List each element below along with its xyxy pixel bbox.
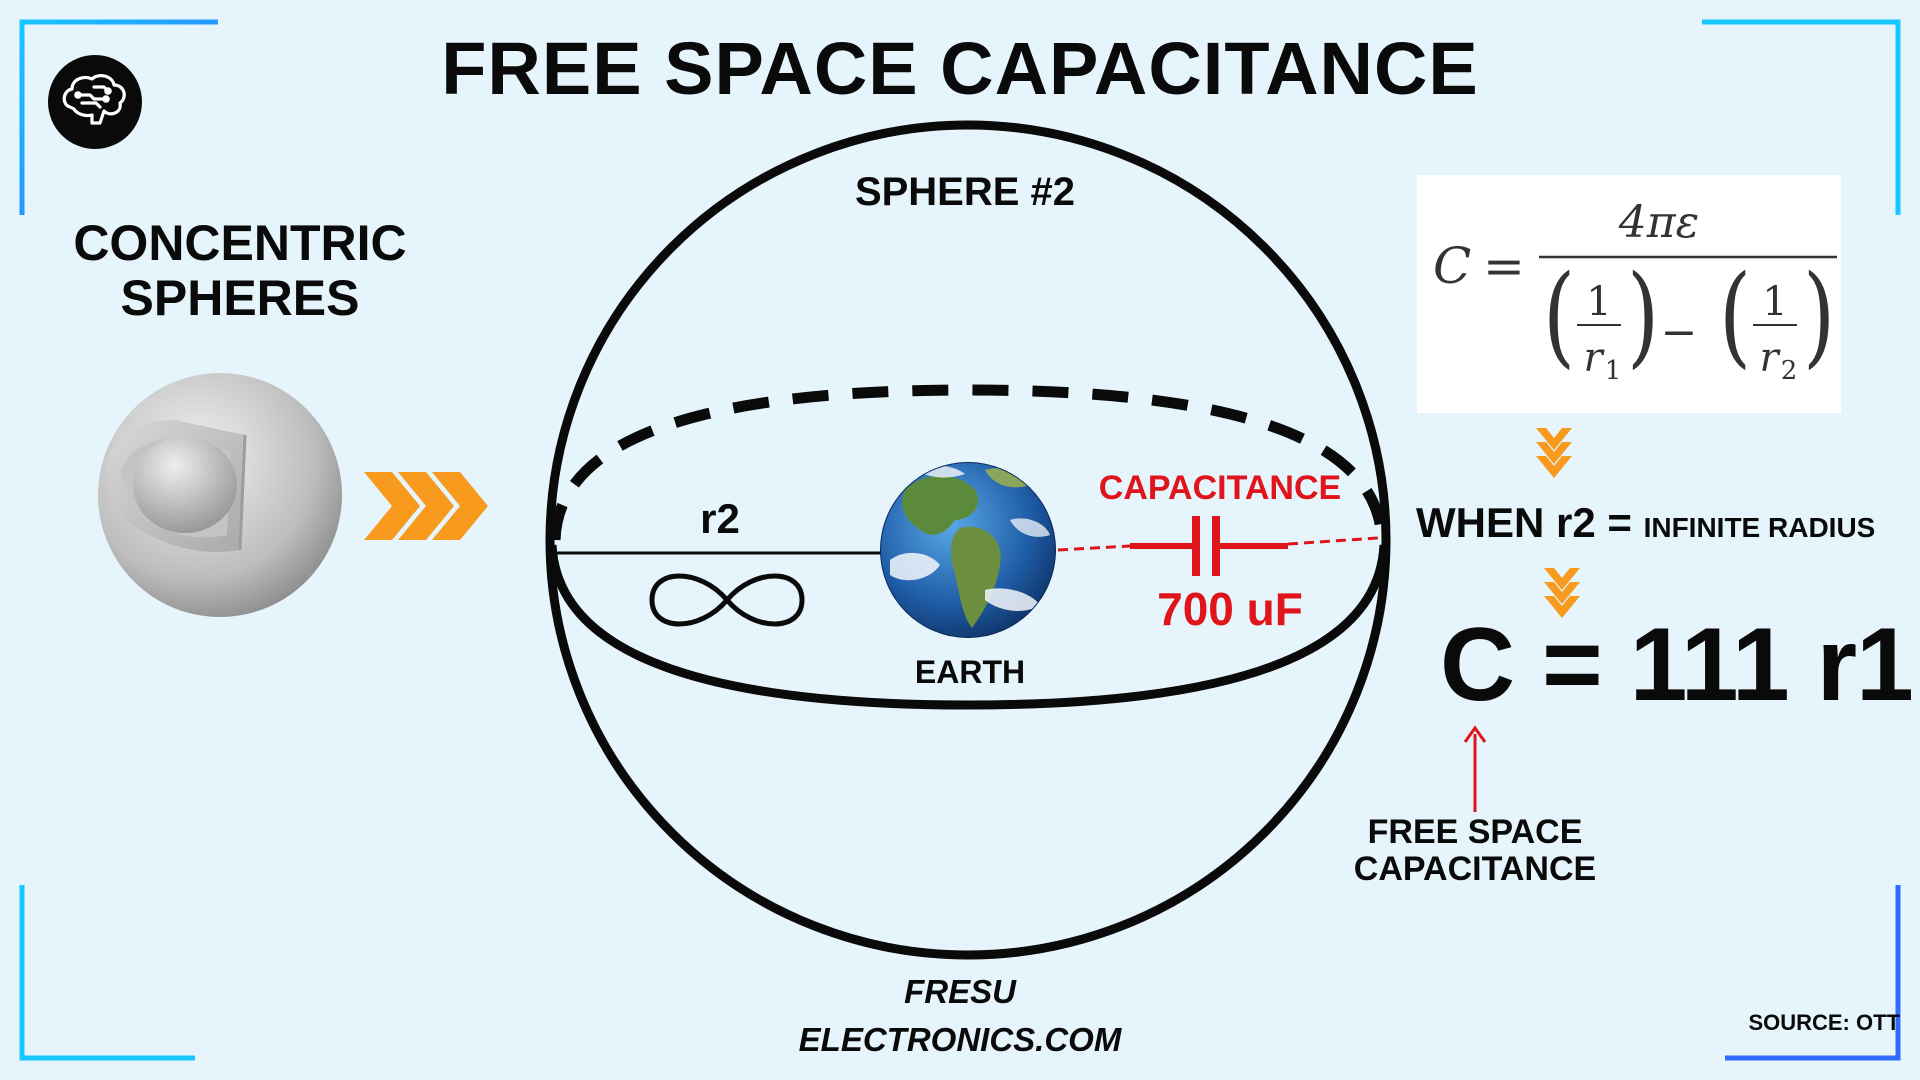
concentric-spheres-heading: CONCENTRIC SPHERES [40, 216, 440, 326]
frame-corner-bottom-left [0, 840, 240, 1080]
frame-corner-bottom-right [1680, 840, 1920, 1080]
svg-text:): ) [1803, 251, 1835, 379]
concentric-heading-line2: SPHERES [40, 271, 440, 326]
source-credit: SOURCE: OTT [1700, 1011, 1900, 1035]
page-title: FREE SPACE CAPACITANCE [0, 28, 1920, 109]
capacitance-formula: C = 4πε ( 1 r 1 ) − ( 1 r 2 ) [1417, 175, 1841, 413]
capacitance-label: CAPACITANCE [1080, 470, 1360, 507]
svg-text:): ) [1627, 251, 1659, 379]
formula-numerator: 4πε [1618, 197, 1700, 248]
result-equation: C = 111 r1 [1440, 608, 1860, 722]
formula-term1-sub: 1 [1605, 356, 1622, 386]
formula-term2-den: r [1759, 335, 1781, 381]
double-chevron-down-icon [1536, 428, 1572, 480]
svg-text:(: ( [1543, 251, 1575, 379]
svg-text:−: − [1661, 307, 1698, 358]
svg-text:=: = [1483, 237, 1525, 295]
brand-line1: FRESU [760, 968, 1160, 1016]
sphere-label: SPHERE #2 [800, 170, 1130, 214]
result-annotation: FREE SPACE CAPACITANCE [1320, 814, 1630, 889]
radius-label: r2 [660, 496, 780, 542]
brand-credit: FRESU ELECTRONICS.COM [760, 968, 1160, 1064]
capacitor-icon [1130, 516, 1288, 576]
formula-term2-num: 1 [1762, 279, 1787, 325]
result-annotation-line2: CAPACITANCE [1320, 851, 1630, 888]
condition-detail: INFINITE RADIUS [1644, 512, 1876, 543]
formula-term1-den: r [1583, 335, 1605, 381]
brand-line2: ELECTRONICS.COM [760, 1016, 1160, 1064]
triple-chevron-right-icon [362, 468, 492, 544]
svg-text:(: ( [1719, 251, 1751, 379]
arrow-up-icon [1462, 724, 1488, 814]
formula-lhs: C [1433, 237, 1471, 295]
capacitance-value: 700 uF [1110, 584, 1350, 635]
concentric-heading-line1: CONCENTRIC [40, 216, 440, 271]
concentric-spheres-illustration [85, 360, 355, 630]
formula-term1-num: 1 [1586, 279, 1611, 325]
earth-globe [880, 462, 1056, 638]
condition-when: WHEN r2 = [1416, 499, 1632, 546]
infinity-icon [652, 576, 802, 624]
result-annotation-line1: FREE SPACE [1320, 814, 1630, 851]
earth-label: EARTH [860, 655, 1080, 690]
formula-term2-sub: 2 [1781, 356, 1798, 386]
sphere-diagram [540, 120, 1420, 980]
condition-text: WHEN r2 = INFINITE RADIUS [1416, 500, 1875, 546]
